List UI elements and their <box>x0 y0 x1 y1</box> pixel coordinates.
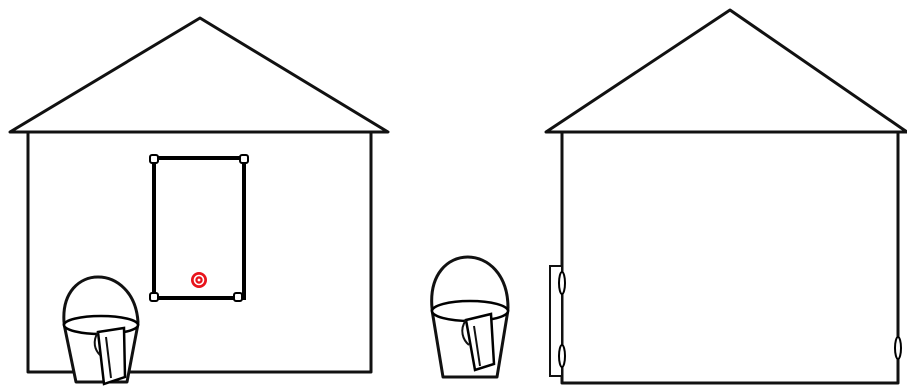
right-house <box>432 10 907 383</box>
right-house-open-door[interactable] <box>550 266 565 376</box>
left-house-roof <box>10 18 388 132</box>
right-bucket[interactable] <box>432 257 508 377</box>
right-house-walls <box>562 132 898 383</box>
right-house-hinge <box>895 337 901 359</box>
right-house-roof <box>546 10 907 132</box>
target-marker-icon[interactable] <box>191 272 207 288</box>
left-house <box>10 18 388 384</box>
left-bucket[interactable] <box>64 277 138 384</box>
